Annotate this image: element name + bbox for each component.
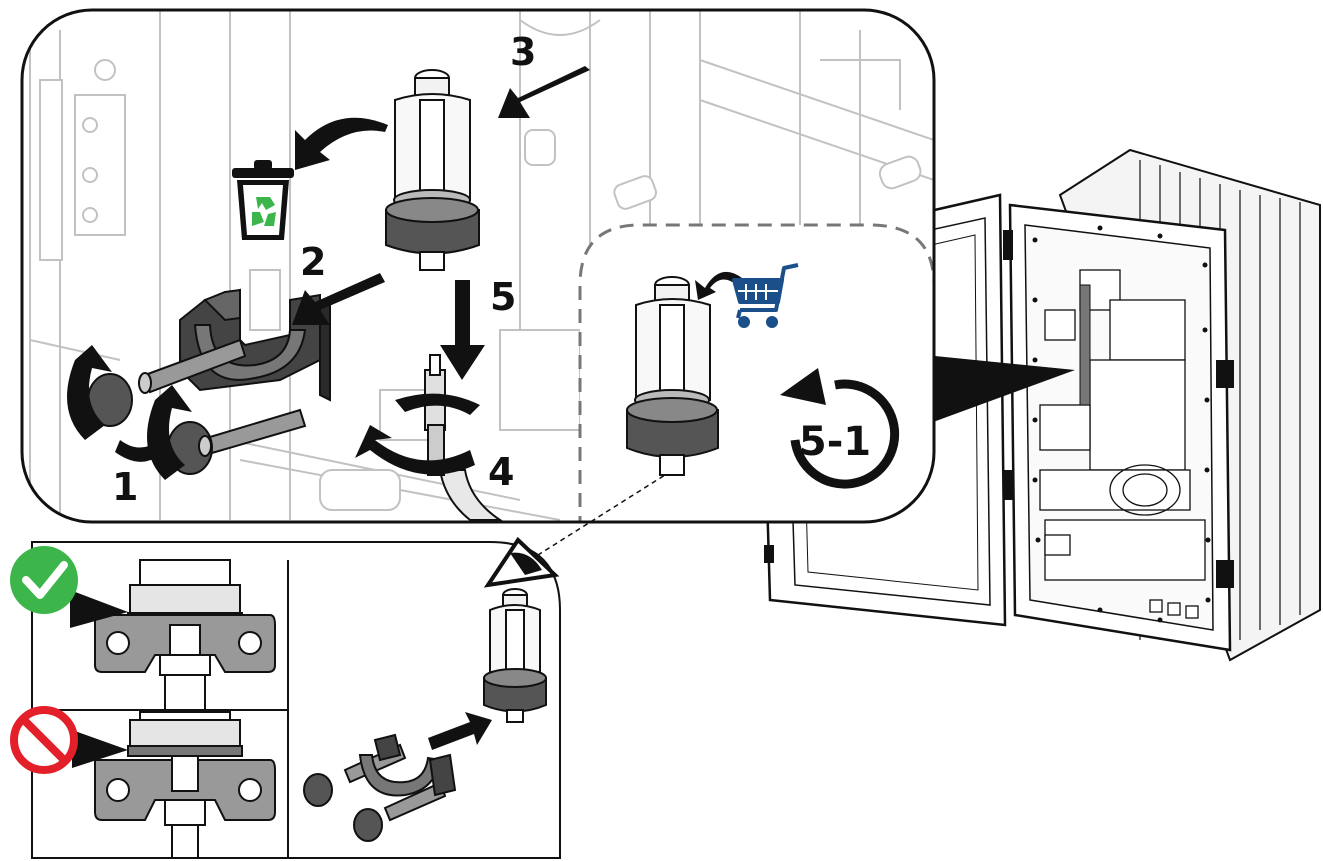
step-number-4: 4: [488, 450, 514, 494]
main-detail-view: 3 2 5 4 1: [22, 10, 934, 530]
prohibited-icon: [14, 710, 74, 770]
old-filter: [386, 70, 479, 270]
step-number-5: 5: [490, 275, 516, 319]
step-number-3: 3: [510, 30, 536, 74]
reverse-order-label: 5-1: [799, 419, 871, 465]
inspection-inset: [32, 542, 560, 861]
checkmark-icon: [10, 546, 78, 614]
step-number-1: 1: [112, 465, 138, 509]
reverse-order-bubble: [580, 225, 934, 530]
recycle-bin-icon: [232, 160, 294, 240]
step-number-2: 2: [300, 240, 326, 284]
new-filter: [627, 277, 718, 475]
